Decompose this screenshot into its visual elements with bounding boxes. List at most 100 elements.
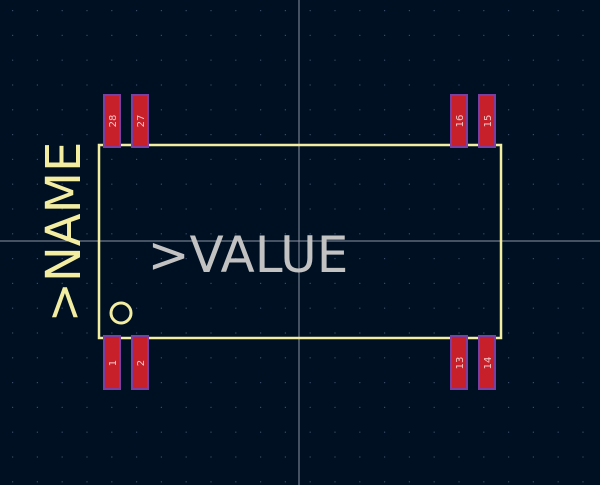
grid-dot	[483, 233, 485, 235]
pad-1[interactable]: 1	[103, 335, 121, 390]
grid-dot	[433, 307, 435, 309]
grid-dot	[384, 233, 386, 235]
grid-dot	[458, 258, 460, 260]
pad-16[interactable]: 16	[450, 94, 468, 148]
pad-number-label: 13	[455, 357, 466, 370]
grid-dot	[458, 10, 460, 12]
grid-dot	[284, 109, 286, 111]
grid-dot	[508, 34, 510, 36]
grid-dot	[582, 332, 584, 334]
pad-13[interactable]: 13	[450, 335, 468, 390]
grid-dot	[309, 208, 311, 210]
grid-dot	[210, 158, 212, 160]
pad-27[interactable]: 27	[131, 94, 149, 148]
grid-dot	[384, 10, 386, 12]
grid-dot	[582, 382, 584, 384]
grid-dot	[185, 84, 187, 86]
grid-dot	[260, 456, 262, 458]
grid-dot	[384, 357, 386, 359]
grid-dot	[408, 307, 410, 309]
grid-dot	[36, 481, 38, 483]
grid-dot	[557, 357, 559, 359]
grid-dot	[210, 481, 212, 483]
pad-2[interactable]: 2	[131, 335, 149, 390]
grid-dot	[334, 282, 336, 284]
grid-dot	[210, 84, 212, 86]
grid-dot	[458, 282, 460, 284]
grid-dot	[334, 84, 336, 86]
grid-dot	[359, 406, 361, 408]
grid-dot	[557, 158, 559, 160]
grid-dot	[433, 431, 435, 433]
grid-dot	[483, 183, 485, 185]
grid-dot	[260, 183, 262, 185]
grid-dot	[384, 84, 386, 86]
reference-designator-label[interactable]: >NAME	[36, 142, 92, 323]
grid-dot	[210, 332, 212, 334]
grid-dot	[235, 84, 237, 86]
grid-dot	[359, 134, 361, 136]
pad-number-label: 14	[483, 357, 494, 370]
grid-dot	[384, 406, 386, 408]
grid-dot	[458, 406, 460, 408]
grid-dot	[61, 258, 63, 260]
grid-dot	[433, 233, 435, 235]
grid-dot	[334, 332, 336, 334]
grid-dot	[284, 258, 286, 260]
grid-dot	[61, 382, 63, 384]
grid-dot	[582, 183, 584, 185]
silkscreen-body-outline[interactable]	[97, 143, 503, 340]
grid-dot	[12, 10, 14, 12]
grid-dot	[458, 84, 460, 86]
grid-dot	[557, 34, 559, 36]
grid-dot	[86, 307, 88, 309]
grid-dot	[284, 456, 286, 458]
grid-dot	[160, 481, 162, 483]
pad-28[interactable]: 28	[103, 94, 121, 148]
grid-dot	[61, 208, 63, 210]
grid-dot	[359, 183, 361, 185]
grid-dot	[557, 307, 559, 309]
grid-dot	[433, 382, 435, 384]
grid-dot	[359, 481, 361, 483]
grid-dot	[582, 84, 584, 86]
grid-dot	[433, 59, 435, 61]
grid-dot	[408, 84, 410, 86]
grid-dot	[408, 34, 410, 36]
grid-dot	[557, 183, 559, 185]
grid-dot	[136, 233, 138, 235]
grid-dot	[483, 10, 485, 12]
grid-dot	[309, 406, 311, 408]
grid-dot	[136, 84, 138, 86]
grid-dot	[359, 84, 361, 86]
pad-number-label: 28	[108, 115, 119, 128]
grid-dot	[458, 59, 460, 61]
grid-dot	[12, 109, 14, 111]
pad-15[interactable]: 15	[478, 94, 496, 148]
grid-dot	[260, 10, 262, 12]
grid-dot	[61, 134, 63, 136]
grid-dot	[36, 233, 38, 235]
grid-dot	[532, 332, 534, 334]
grid-dot	[12, 233, 14, 235]
grid-dot	[86, 59, 88, 61]
grid-dot	[384, 34, 386, 36]
value-label[interactable]: >VALUE	[148, 226, 349, 284]
grid-dot	[532, 34, 534, 36]
grid-dot	[136, 307, 138, 309]
grid-dot	[260, 282, 262, 284]
grid-dot	[284, 158, 286, 160]
grid-dot	[210, 183, 212, 185]
pad-14[interactable]: 14	[478, 335, 496, 390]
grid-dot	[384, 258, 386, 260]
grid-dot	[582, 233, 584, 235]
grid-dot	[136, 481, 138, 483]
pin1-marker-icon	[109, 301, 133, 325]
grid-dot	[458, 183, 460, 185]
grid-dot	[86, 109, 88, 111]
grid-dot	[557, 258, 559, 260]
grid-dot	[86, 183, 88, 185]
grid-dot	[111, 332, 113, 334]
